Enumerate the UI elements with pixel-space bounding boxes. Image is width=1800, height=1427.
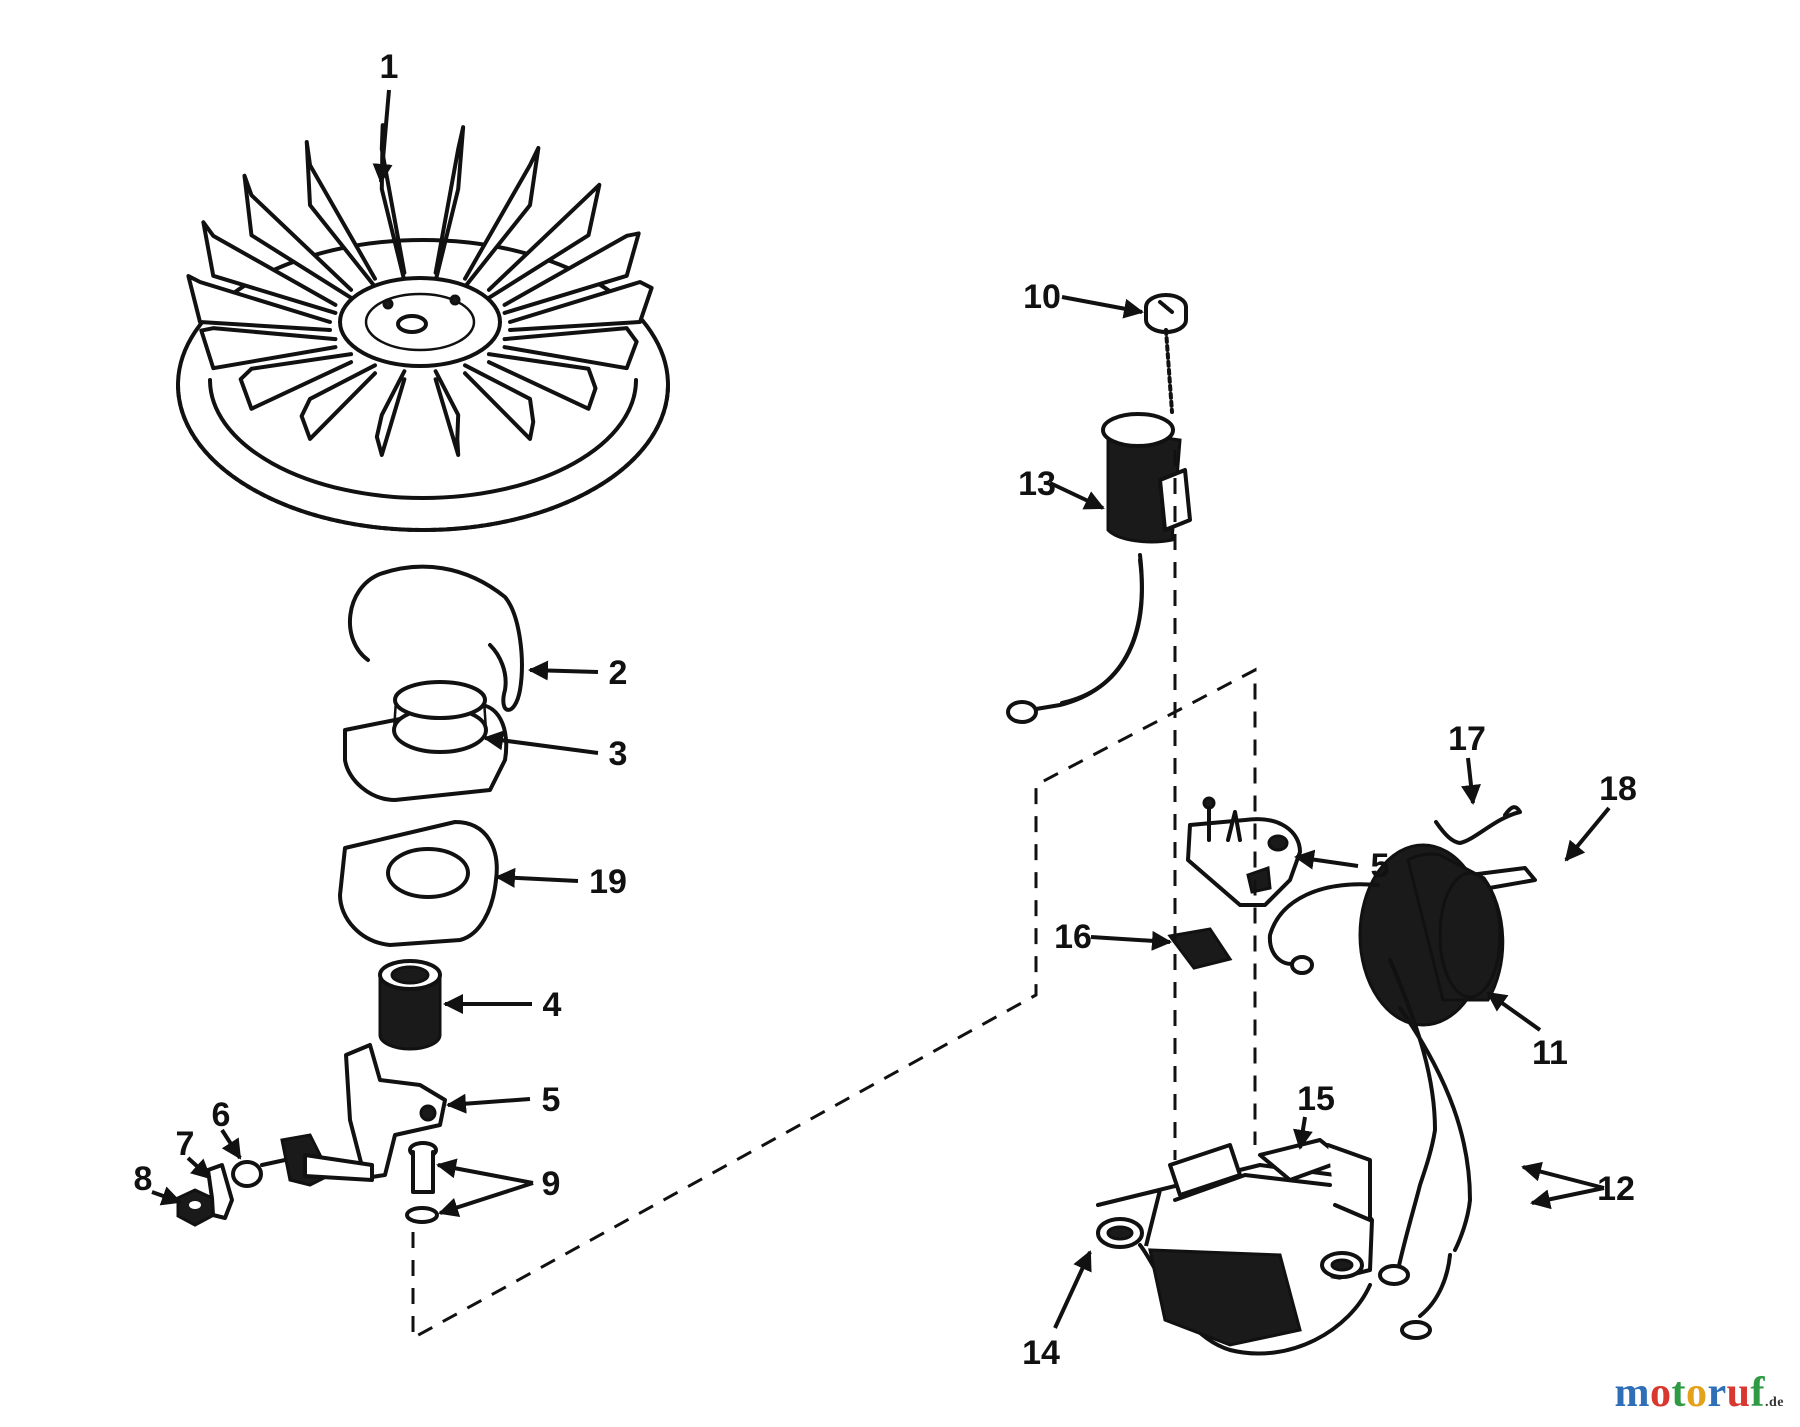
ring-gear-teeth	[176, 383, 670, 532]
callout-8: 8	[134, 1160, 153, 1198]
callout-2: 2	[609, 654, 628, 692]
spring-clip	[347, 564, 524, 712]
breaker-cam-plate	[343, 680, 509, 802]
watermark-letter: f	[1750, 1370, 1765, 1416]
callout-9: 9	[542, 1165, 561, 1203]
watermark-letter: o	[1649, 1370, 1672, 1416]
callout-3: 3	[609, 735, 628, 773]
fan-blade	[502, 231, 641, 315]
fan-blade	[186, 274, 332, 332]
fan-blade	[199, 326, 338, 371]
flywheel	[176, 123, 670, 532]
fan-blade	[502, 326, 639, 371]
fan-blades	[186, 123, 654, 457]
gasket	[338, 820, 499, 947]
breaker-box-base	[1096, 1138, 1374, 1356]
callout-4: 4	[543, 986, 562, 1024]
fan-blade	[238, 352, 354, 411]
watermark-suffix: .de	[1765, 1395, 1784, 1410]
fan-blade	[242, 173, 354, 300]
nut	[176, 1188, 214, 1227]
watermark-letter: t	[1671, 1370, 1686, 1416]
watermark-letter: m	[1614, 1370, 1650, 1416]
retaining-spring	[1434, 805, 1522, 845]
assembly-guide-lines	[411, 450, 1257, 1341]
fan-blade	[486, 182, 602, 300]
fan-blade	[486, 352, 598, 411]
leader-arrows	[151, 89, 1611, 1329]
callout-12: 12	[1597, 1170, 1635, 1208]
site-watermark: motoruf.de	[1614, 1369, 1784, 1417]
watermark-letter: r	[1707, 1370, 1727, 1416]
washer	[231, 1158, 287, 1188]
callout-14: 14	[1022, 1334, 1060, 1372]
callout-15: 15	[1297, 1080, 1335, 1118]
callout-5-right: 5	[1371, 847, 1390, 885]
callout-7: 7	[176, 1125, 195, 1163]
fan-blade	[433, 125, 466, 283]
fan-blade	[463, 145, 541, 289]
fan-blade	[201, 220, 338, 315]
fan-blade	[508, 280, 654, 332]
felt-wick	[1167, 927, 1233, 970]
callout-19: 19	[589, 863, 627, 901]
callout-1: 1	[380, 48, 399, 86]
ignition-coil	[1267, 843, 1505, 1027]
callout-17: 17	[1448, 720, 1486, 758]
fan-blade	[299, 363, 377, 441]
watermark-letter: o	[1685, 1370, 1708, 1416]
fan-blade	[463, 363, 536, 441]
callout-16: 16	[1054, 918, 1092, 956]
fan-blade	[304, 139, 377, 289]
breaker-arm	[280, 1043, 447, 1187]
callout-labels: 1 2 3 19 4 5 6 7 8 9 10 13 5 16 17 18 11…	[134, 48, 1637, 1372]
fan-blade	[433, 369, 461, 457]
callout-18: 18	[1599, 770, 1637, 808]
bracket	[1186, 796, 1302, 907]
callout-13: 13	[1018, 465, 1056, 503]
condenser	[1006, 412, 1192, 724]
condenser-screw	[1144, 293, 1188, 414]
fan-blade	[374, 369, 407, 457]
screw-and-lockwasher	[405, 1141, 439, 1224]
bushing	[378, 959, 442, 1051]
callout-5-left: 5	[542, 1081, 561, 1119]
callout-11: 11	[1532, 1034, 1568, 1072]
callout-10: 10	[1023, 278, 1061, 316]
watermark-letter: u	[1726, 1370, 1751, 1416]
coil-leads	[1378, 958, 1472, 1340]
fan-blade	[379, 123, 407, 283]
callout-6: 6	[212, 1096, 231, 1134]
